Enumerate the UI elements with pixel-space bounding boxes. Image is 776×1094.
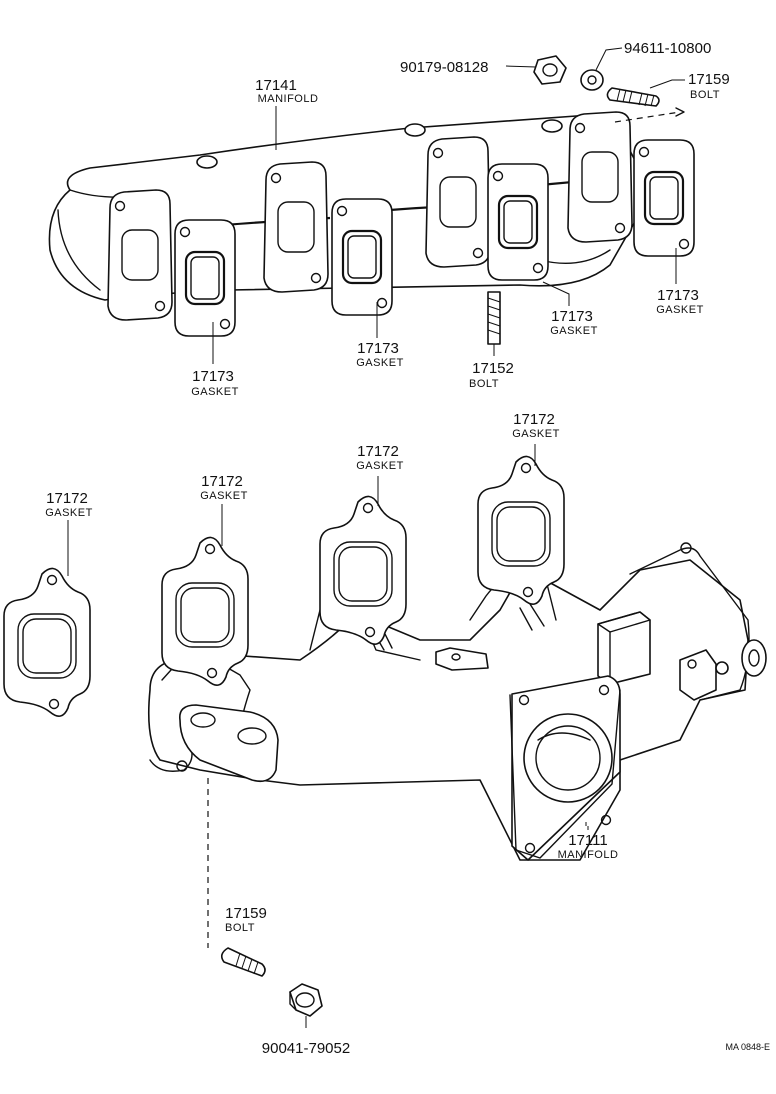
label-17159-top-part: 17159 [688, 71, 730, 88]
label-17172-2-part: 17172 [201, 473, 243, 490]
label-17159-top-name: BOLT [690, 89, 720, 101]
stud-bolt-17159-top [606, 79, 685, 107]
label-17172-1-part: 17172 [46, 490, 88, 507]
nut-90041-79052 [289, 983, 323, 1028]
label-17141-name: MANIFOLD [258, 93, 319, 105]
manifold-port-flange [107, 189, 173, 321]
label-17152-name: BOLT [469, 378, 499, 390]
stud-bolt-17159-bottom [220, 947, 266, 977]
label-17159-bottom-name: BOLT [225, 922, 255, 934]
nut-90179-08128 [505, 55, 567, 85]
label-17173-center-name: GASKET [550, 325, 598, 337]
label-17173-right-part: 17173 [657, 287, 699, 304]
stud-bolt-17152 [487, 291, 501, 356]
label-17172-3-part: 17172 [357, 443, 399, 460]
label-17173-mid-name: GASKET [356, 357, 404, 369]
label-17141-part: 17141 [255, 77, 297, 94]
washer-94611-10800 [580, 47, 623, 91]
label-17172-4-name: GASKET [512, 428, 560, 440]
reference-code: MA 0848-E [725, 1042, 770, 1052]
label-90041-79052-part: 90041-79052 [262, 1040, 350, 1057]
upper-gasket-2 [330, 197, 394, 317]
label-90179-08128-part: 90179-08128 [400, 59, 488, 76]
manifold-port-flange [263, 161, 329, 293]
label-17111-part: 17111 [568, 832, 608, 849]
upper-gasket-1 [173, 218, 237, 338]
manifold-port-flange [425, 136, 491, 268]
lower-gasket-3 [319, 495, 407, 645]
label-17173-center-part: 17173 [551, 308, 593, 325]
label-17111-name: MANIFOLD [558, 849, 619, 861]
lower-gasket-4 [477, 455, 565, 605]
manifold-port-flange [567, 111, 633, 243]
label-17172-1-name: GASKET [45, 507, 93, 519]
lower-gasket-2 [161, 536, 249, 686]
label-17173-right-name: GASKET [656, 304, 704, 316]
lower-manifold-drawing [147, 542, 767, 861]
label-17152-part: 17152 [472, 360, 514, 377]
lower-gasket-1 [3, 567, 91, 717]
label-17173-mid-part: 17173 [357, 340, 399, 357]
label-17172-3-name: GASKET [356, 460, 404, 472]
label-17159-bottom-part: 17159 [225, 905, 267, 922]
label-17173-left-name: GASKET [191, 386, 239, 398]
upper-gasket-4 [632, 138, 696, 258]
label-17172-4-part: 17172 [513, 411, 555, 428]
label-17173-left-part: 17173 [192, 368, 234, 385]
upper-manifold-drawing [48, 107, 696, 338]
upper-gasket-3 [486, 162, 550, 282]
label-17172-2-name: GASKET [200, 490, 248, 502]
label-94611-10800-part: 94611-10800 [624, 40, 711, 57]
